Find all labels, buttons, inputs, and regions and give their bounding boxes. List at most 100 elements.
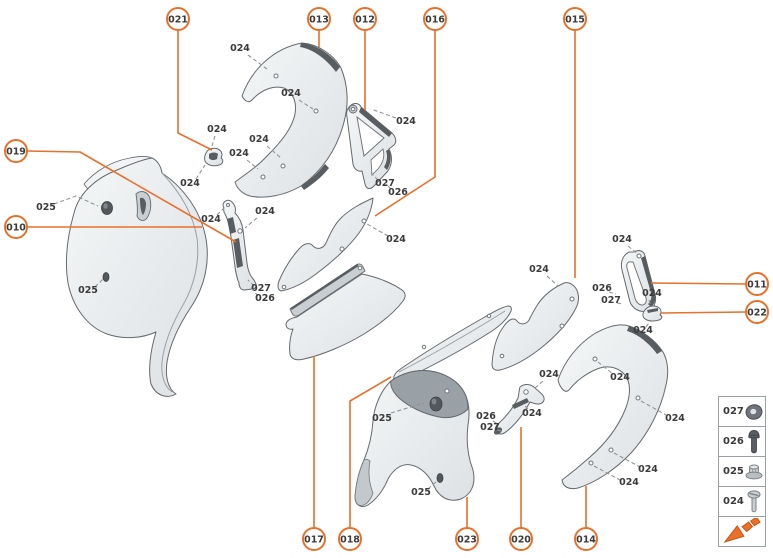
svg-text:019: 019 (6, 146, 26, 157)
fastener-label-024: 024 (522, 408, 542, 419)
part-clamp-021 (204, 147, 224, 167)
label-leader-dash (247, 54, 268, 70)
callout-016[interactable]: 016 (423, 7, 447, 31)
label-leader-dash (216, 206, 226, 216)
callout-018[interactable]: 018 (338, 527, 362, 551)
fastener-label-024: 024 (529, 264, 549, 275)
svg-text:020: 020 (511, 534, 531, 545)
fastener-label-024: 024 (201, 214, 221, 225)
part-sill-panel-017 (285, 263, 406, 361)
svg-text:022: 022 (747, 307, 767, 318)
svg-text:013: 013 (309, 14, 329, 25)
svg-text:015: 015 (565, 14, 585, 25)
callout-022[interactable]: 022 (745, 300, 769, 324)
callout-leader-016 (374, 30, 436, 217)
fastener-label-024: 024 (612, 234, 632, 245)
callout-011[interactable]: 011 (745, 272, 769, 296)
part-sill-strip-018 (393, 305, 512, 383)
callout-010[interactable]: 010 (4, 215, 28, 239)
legend-code: 025 (723, 466, 744, 477)
legend-row-027: 027 (719, 397, 765, 427)
part-top-cover-013 (234, 42, 348, 198)
callout-leader-018 (349, 376, 392, 528)
fastener-label-024: 024 (633, 325, 653, 336)
fastener-label-024: 024 (539, 369, 559, 380)
legend-code: 026 (723, 436, 744, 447)
fastener-label-024: 024 (642, 288, 662, 299)
fastener-label-026: 026 (255, 293, 275, 304)
label-leader-dash (640, 400, 667, 416)
label-leader-dash (492, 420, 499, 425)
label-leader-dash (195, 164, 206, 180)
callout-015[interactable]: 015 (563, 7, 587, 31)
label-leader-dash (597, 361, 614, 375)
callout-021[interactable]: 021 (166, 7, 190, 31)
svg-text:016: 016 (425, 14, 445, 25)
callout-leader-019 (26, 150, 237, 243)
legend-row-026: 026 (719, 427, 765, 457)
label-leader-dash (533, 380, 544, 390)
svg-text:011: 011 (747, 279, 767, 290)
fastener-label-024: 024 (249, 134, 269, 145)
part-clip-022 (642, 305, 663, 322)
fastener-label-027: 027 (601, 295, 621, 306)
washer-icon (745, 403, 763, 420)
svg-text:018: 018 (340, 534, 360, 545)
callout-020[interactable]: 020 (509, 527, 533, 551)
label-leader-dash (427, 480, 438, 490)
fastener-label-024: 024 (207, 124, 227, 135)
fastener-label-027: 027 (251, 283, 271, 294)
svg-text:023: 023 (457, 534, 477, 545)
callout-014[interactable]: 014 (574, 527, 598, 551)
svg-text:010: 010 (6, 222, 26, 233)
screw-icon (747, 489, 761, 512)
part-triangle-bracket-012 (346, 103, 397, 189)
svg-text:014: 014 (576, 534, 596, 545)
fastener-label-026: 026 (592, 283, 612, 294)
label-leader-dash (251, 288, 259, 297)
label-leader-dash (384, 182, 392, 190)
label-leader-dash (627, 245, 639, 255)
callout-017[interactable]: 017 (302, 527, 326, 551)
fastener-label-024: 024 (229, 148, 249, 159)
fastener-label-024: 024 (396, 116, 416, 127)
label-leader-dash (370, 172, 379, 181)
label-leader-dash (247, 279, 255, 287)
bolt-icon (748, 429, 760, 453)
label-leader-dash (366, 223, 389, 237)
callout-012[interactable]: 012 (353, 7, 377, 31)
label-leader-dash (298, 99, 314, 110)
label-leader-dash (496, 429, 503, 432)
fastener-label-024: 024 (386, 234, 406, 245)
part-support-bracket-019 (222, 199, 257, 291)
legend-logo-cell (719, 517, 765, 546)
label-leader-dash (266, 145, 282, 159)
legend-code: 024 (723, 496, 744, 507)
fastener-label-024: 024 (619, 477, 639, 488)
fastener-label-024: 024 (180, 178, 200, 189)
fastener-label-024: 024 (610, 372, 630, 383)
callout-013[interactable]: 013 (307, 7, 331, 31)
fastener-label-026: 026 (388, 187, 408, 198)
legend-row-024: 024 (719, 487, 765, 517)
fastener-label-025: 025 (372, 413, 392, 424)
part-blade-panel-016 (277, 197, 374, 292)
fastener-label-024: 024 (665, 413, 685, 424)
label-leader-dash (645, 319, 652, 328)
callout-019[interactable]: 019 (4, 139, 28, 163)
callout-023[interactable]: 023 (455, 527, 479, 551)
label-leader-dash (370, 108, 397, 119)
label-leader-dash (53, 195, 99, 207)
fastener-label-024: 024 (281, 88, 301, 99)
label-leader-dash (613, 452, 641, 468)
fastener-label-025: 025 (411, 487, 431, 498)
label-leader-dash (211, 135, 216, 147)
label-leader-dash (608, 291, 617, 295)
svg-text:021: 021 (168, 14, 188, 25)
fastener-label-024: 024 (230, 43, 250, 54)
callout-leader-011 (650, 282, 747, 285)
fastener-label-024: 024 (638, 464, 658, 475)
fastener-legend: 027 026 025 024 (718, 396, 766, 547)
